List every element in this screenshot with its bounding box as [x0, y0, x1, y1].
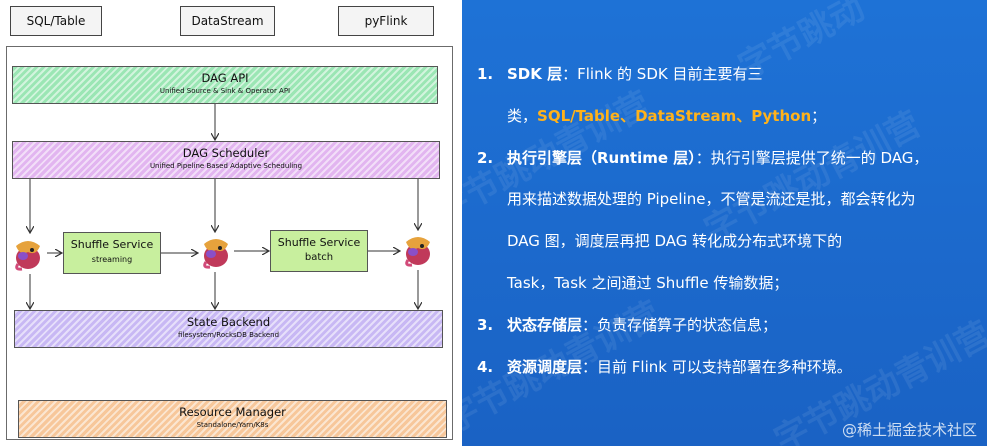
item-text: ：负责存储算子的状态信息； — [582, 316, 778, 334]
shuffle-streaming-subtitle: streaming — [91, 255, 133, 264]
shuffle-batch-title: Shuffle Service — [277, 236, 361, 249]
shuffle-streaming-title: Shuffle Service — [70, 238, 154, 251]
dag-api-subtitle: Unified Source & Sink & Operator API — [159, 87, 291, 95]
flink-squirrel-icon — [203, 239, 228, 269]
diagram-arrows — [0, 104, 462, 446]
item-number: 4. — [477, 358, 494, 376]
list-item-runtime-cont: 用来描述数据处理的 Pipeline，不管是流还是批，都会转化为 — [507, 189, 915, 209]
dag-scheduler-title: DAG Scheduler — [182, 146, 270, 160]
item-text: ：Flink 的 SDK 目前主要有三 — [562, 65, 763, 83]
resource-manager-layer: Resource Manager Standalone/Yarn/K8s — [18, 400, 447, 438]
resource-manager-subtitle: Standalone/Yarn/K8s — [196, 421, 269, 429]
dag-api-layer: DAG API Unified Source & Sink & Operator… — [12, 66, 438, 104]
flink-squirrel-icon — [405, 237, 430, 267]
resource-manager-title: Resource Manager — [179, 405, 286, 419]
item-title: 状态存储层 — [507, 316, 583, 334]
item-title: 资源调度层 — [507, 358, 583, 376]
list-item-runtime: 2. 执行引擎层（Runtime 层）：执行引擎层提供了统一的 DAG， — [477, 148, 928, 168]
diagram-frame — [6, 46, 453, 440]
state-backend-subtitle: filesystem/RocksDB Backend — [177, 331, 280, 339]
datastream-box: DataStream — [180, 6, 275, 36]
dag-api-title: DAG API — [201, 71, 249, 85]
item-number: 2. — [477, 149, 494, 167]
description-panel: 字节跳动 字节跳动青训营 字节跳动青训营 字节跳动青训营 字节跳动青训营 1.S… — [462, 0, 987, 446]
item-text: Task，Task 之间通过 Shuffle 传输数据； — [507, 274, 789, 292]
flink-squirrel-icon — [15, 241, 40, 271]
shuffle-batch-subtitle: batch — [304, 252, 334, 263]
dag-scheduler-layer: DAG Scheduler Unified Pipeline Based Ada… — [12, 141, 440, 179]
dag-scheduler-subtitle: Unified Pipeline Based Adaptive Scheduli… — [149, 162, 303, 170]
list-item-resource: 4. 资源调度层：目前 Flink 可以支持部署在多种环境。 — [477, 357, 852, 377]
state-backend-title: State Backend — [186, 315, 271, 329]
item-text: 用来描述数据处理的 Pipeline，不管是流还是批，都会转化为 — [507, 190, 916, 208]
datastream-label: DataStream — [191, 14, 264, 28]
item-text: DAG 图，调度层再把 DAG 转化成分布式环境下的 — [507, 232, 843, 250]
item-title: SDK 层 — [507, 65, 563, 83]
list-item-sdk: 1. SDK 层：Flink 的 SDK 目前主要有三 — [477, 64, 762, 84]
shuffle-service-batch: Shuffle Service batch — [270, 230, 368, 272]
list-item-sdk-cont: 类，SQL/Table、DataStream、Python； — [507, 106, 826, 126]
shuffle-service-streaming: Shuffle Service streaming — [63, 232, 161, 274]
item-title: 执行引擎层（Runtime 层） — [507, 149, 696, 167]
item-highlight: SQL/Table、DataStream、Python — [537, 107, 812, 125]
item-text: ：执行引擎层提供了统一的 DAG， — [695, 149, 929, 167]
item-text: ：目前 Flink 可以支持部署在多种环境。 — [582, 358, 852, 376]
list-item-runtime-cont: Task，Task 之间通过 Shuffle 传输数据； — [507, 273, 788, 293]
sql-table-label: SQL/Table — [26, 14, 86, 28]
item-text: ； — [811, 107, 827, 125]
sql-table-box: SQL/Table — [10, 6, 102, 36]
state-backend-layer: State Backend filesystem/RocksDB Backend — [14, 310, 443, 348]
pyflink-box: pyFlink — [338, 6, 434, 36]
list-item-runtime-cont: DAG 图，调度层再把 DAG 转化成分布式环境下的 — [507, 231, 842, 251]
list-item-state: 3. 状态存储层：负责存储算子的状态信息； — [477, 315, 777, 335]
item-number: 1. — [477, 65, 494, 83]
item-text: 类， — [507, 107, 538, 125]
architecture-diagram: SQL/Table DataStream pyFlink DAG API Uni… — [0, 0, 462, 446]
pyflink-label: pyFlink — [364, 14, 408, 28]
site-watermark: @稀土掘金技术社区 — [841, 421, 977, 439]
item-number: 3. — [477, 316, 494, 334]
